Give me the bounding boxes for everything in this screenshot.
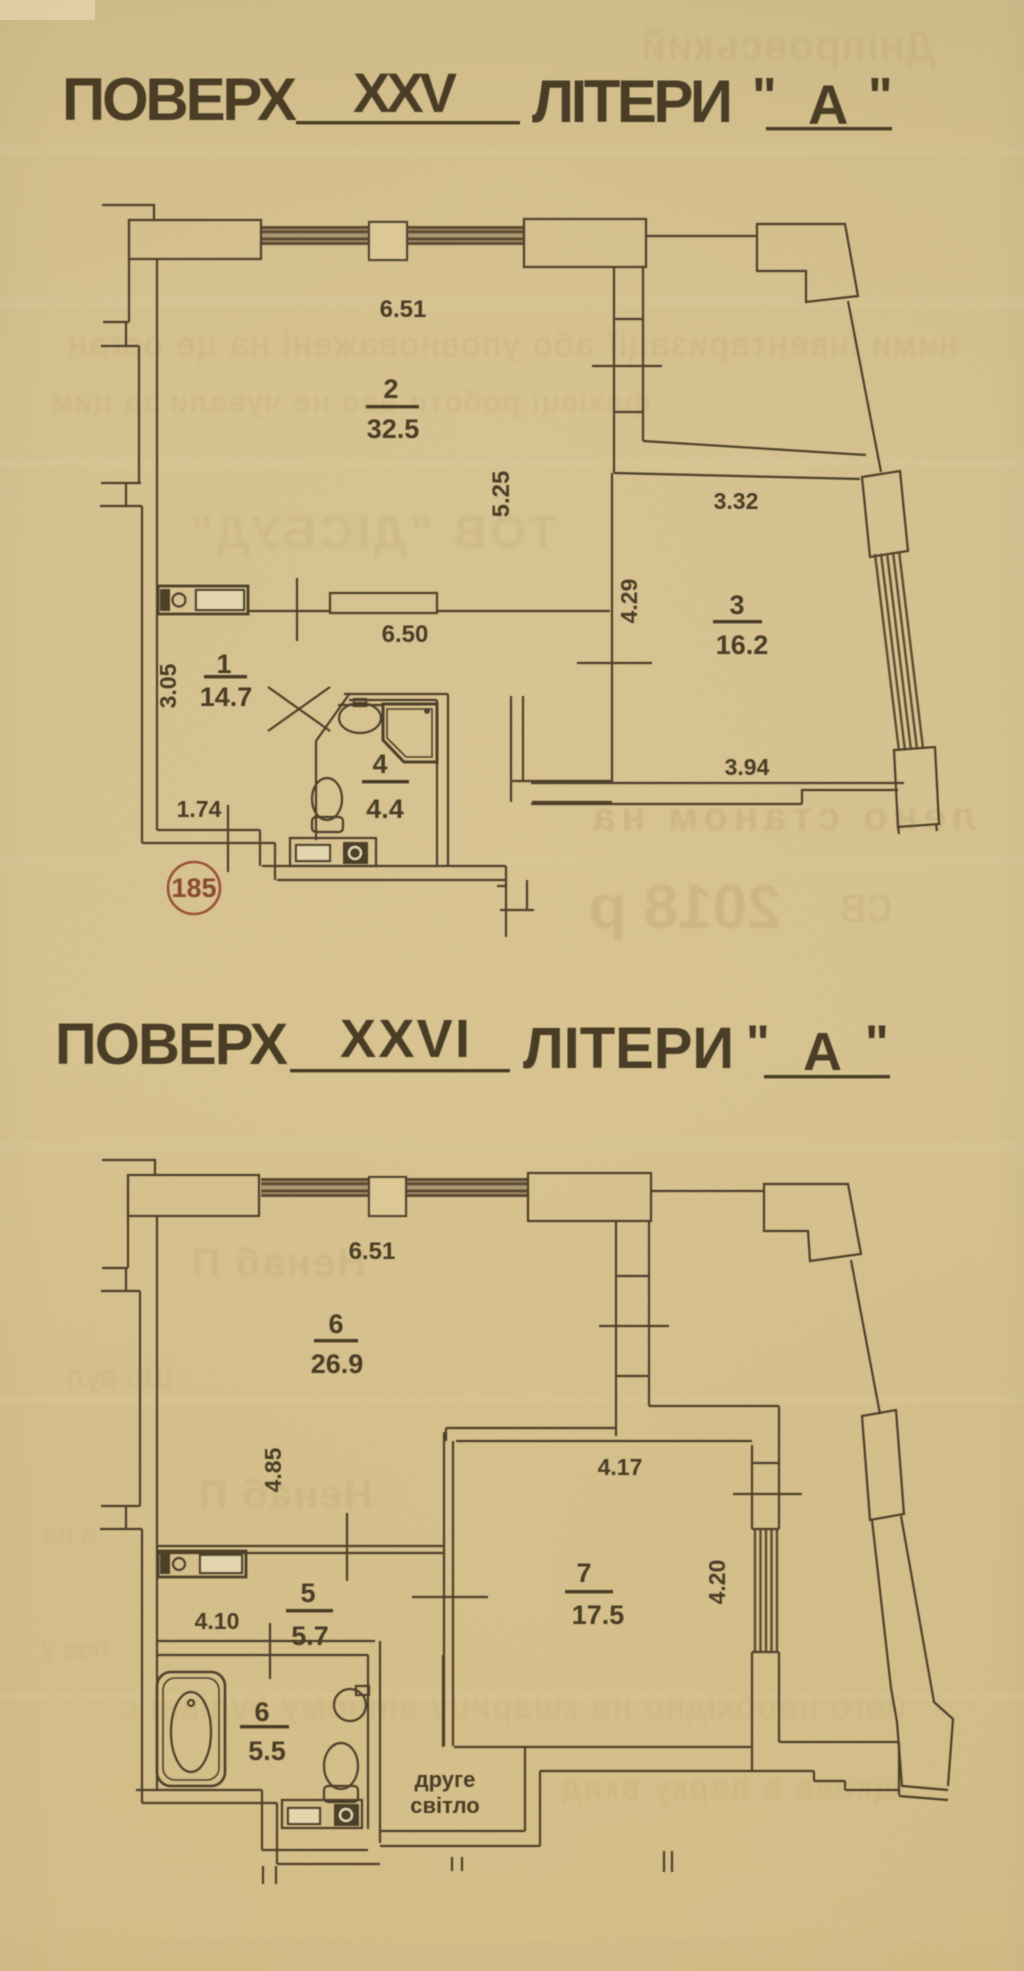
svg-text:и на: и на (42, 1518, 97, 1549)
svg-text:3.05: 3.05 (155, 663, 181, 708)
svg-text:4.85: 4.85 (260, 1447, 286, 1492)
svg-text:4.4: 4.4 (366, 794, 404, 824)
svg-text:6.51: 6.51 (349, 1238, 396, 1265)
svg-text:6: 6 (254, 1697, 269, 1727)
svg-text:Ненаб П: Ненаб П (190, 1241, 366, 1285)
svg-text:ПОВЕРХ: ПОВЕРХ (62, 66, 297, 133)
svg-text:3: 3 (729, 590, 744, 620)
svg-text:XXV: XXV (353, 61, 457, 124)
svg-text:5.25: 5.25 (488, 471, 515, 518)
svg-text:": " (752, 68, 777, 126)
svg-text:26.9: 26.9 (311, 1349, 364, 1379)
svg-text:2: 2 (383, 374, 398, 404)
svg-text:": " (746, 1015, 770, 1071)
svg-text:7: 7 (576, 1558, 591, 1588)
svg-text:3.94: 3.94 (725, 754, 770, 780)
svg-text:світло: світло (410, 1793, 479, 1818)
svg-text:4.29: 4.29 (616, 579, 642, 624)
svg-text:5: 5 (300, 1578, 315, 1608)
svg-text:щкова в парку вкид: щкова в парку вкид (559, 1769, 900, 1805)
svg-text:А: А (808, 73, 848, 136)
svg-text:32.5: 32.5 (367, 414, 420, 444)
svg-text:його необхідно на кшарицу вінн: його необхідно на кшарицу вінному будівн… (118, 1688, 906, 1726)
svg-text:Дніпровський: Дніпровський (639, 22, 935, 69)
svg-text:друге: друге (415, 1767, 476, 1792)
svg-text:": " (865, 1015, 889, 1071)
svg-text:1.74: 1.74 (177, 796, 222, 822)
svg-text:лено станом на: лено станом на (587, 795, 977, 839)
svg-text:ЛІТЕРИ: ЛІТЕРИ (523, 1016, 733, 1081)
svg-text:ТОВ "ДІСБУД": ТОВ "ДІСБУД" (187, 506, 557, 558)
svg-text:пов у: пов у (41, 1633, 108, 1664)
svg-text:14.7: 14.7 (200, 682, 253, 712)
svg-text:16.2: 16.2 (716, 630, 769, 660)
svg-text:1: 1 (216, 649, 231, 679)
svg-text:": " (868, 68, 893, 126)
svg-text:4.20: 4.20 (704, 1560, 730, 1605)
svg-text:185: 185 (171, 873, 216, 903)
svg-text:4: 4 (372, 749, 387, 779)
svg-text:ПОВЕРХ: ПОВЕРХ (55, 1012, 288, 1077)
svg-text:2018 р: 2018 р (588, 873, 781, 942)
svg-text:4.10: 4.10 (195, 1608, 240, 1634)
svg-text:6: 6 (328, 1309, 343, 1339)
svg-text:6.50: 6.50 (382, 621, 429, 648)
svg-text:ЛІТЕРИ: ЛІТЕРИ (532, 68, 732, 135)
svg-text:фахівці роботи аво не чували з: фахівці роботи аво не чували за цим (49, 384, 650, 419)
svg-text:Шо вул: Шо вул (67, 1359, 173, 1395)
svg-text:6.51: 6.51 (380, 296, 427, 323)
svg-text:XXVI: XXVI (340, 1009, 470, 1069)
svg-text:4.17: 4.17 (598, 1454, 643, 1480)
svg-text:ними інвентаризації або уповно: ними інвентаризації або уповноважені на … (66, 326, 958, 364)
svg-text:Ненаб П: Ненаб П (197, 1473, 373, 1517)
svg-text:5.5: 5.5 (248, 1736, 286, 1766)
svg-text:5.7: 5.7 (291, 1621, 329, 1651)
svg-text:А: А (803, 1022, 842, 1082)
svg-text:17.5: 17.5 (572, 1600, 625, 1630)
svg-text:св: св (839, 876, 893, 934)
svg-text:3.32: 3.32 (714, 488, 759, 514)
